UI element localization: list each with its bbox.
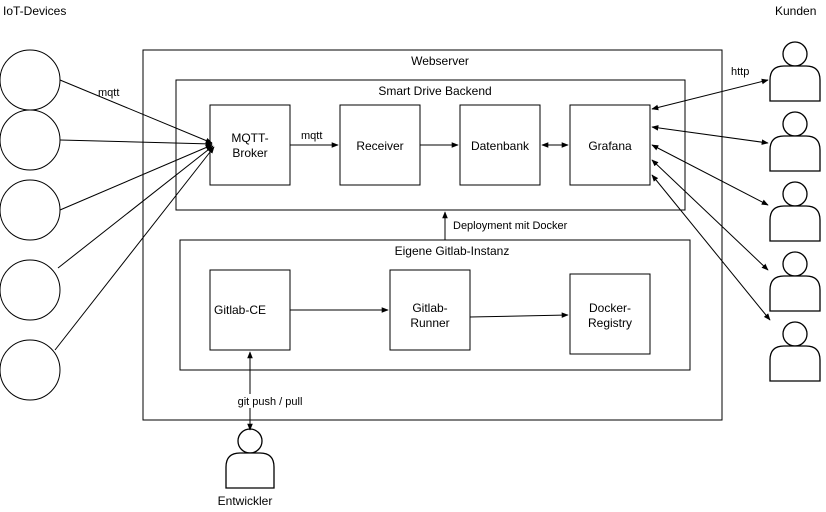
iot-to-broker-arrow [59,144,213,211]
grafana-kunde-arrow [651,174,771,321]
grafana-kunde-arrow [651,125,769,145]
mqtt-broker-label-line-2: Broker [232,146,267,160]
git-edge-label: git push / pull [238,396,303,408]
datenbank-label: Datenbank [471,139,530,153]
datenbank-node [459,104,541,186]
iot-device-circle [0,339,61,401]
gitlab-ce-node [209,269,291,351]
kunde-person-icon [769,41,821,102]
iot-device-circle [0,49,61,111]
gitlab-runner-label-line-1: Gitlab- [412,301,447,315]
kunde-person-icon [769,111,821,172]
kunde-person-icon [769,321,821,382]
iot-device-circle [0,109,61,171]
mqtt-broker-node [209,104,291,186]
mqtt-broker-label-line-1: MQTT- [231,131,268,145]
iot-device-circle [0,259,61,321]
gitlab-instance-label: Eigene Gitlab-Instanz [395,244,510,258]
docker-registry-node [569,273,651,355]
receiver-node [339,104,421,186]
kunden-label: Kunden [775,4,816,18]
iot-to-broker-arrow [59,139,213,147]
gitlab-runner-label-line-2: Runner [410,316,449,330]
grafana-kunde-arrow [651,78,769,111]
smart-drive-backend-label: Smart Drive Backend [378,84,491,98]
iot-to-broker-arrow [59,79,213,144]
kunde-person-icon [769,181,821,242]
entwickler-label: Entwickler [218,494,273,508]
entwickler-person-icon [225,428,275,489]
receiver-label: Receiver [356,139,403,153]
iot-to-broker-arrow [54,146,215,351]
iot-mqtt-edge-label: mqtt [98,87,119,99]
deployment-edge-label: Deployment mit Docker [453,220,568,232]
iot-device-circle [0,179,61,241]
git-label-background [232,394,308,408]
gitlab-ce-label: Gitlab-CE [214,303,266,317]
grafana-node [569,104,651,186]
runner-to-registry-arrow [469,312,569,318]
docker-registry-label-line-1: Docker- [589,301,631,315]
webserver-label: Webserver [411,54,469,68]
grafana-label: Grafana [588,139,632,153]
iot-to-broker-arrow [57,145,214,269]
iot-devices-label: IoT-Devices [3,4,66,18]
docker-registry-label-line-2: Registry [588,316,632,330]
broker-receiver-edge-label: mqtt [301,130,322,142]
kunde-person-icon [769,251,821,312]
gitlab-runner-node [389,269,471,351]
kunden-http-edge-label: http [731,66,749,78]
